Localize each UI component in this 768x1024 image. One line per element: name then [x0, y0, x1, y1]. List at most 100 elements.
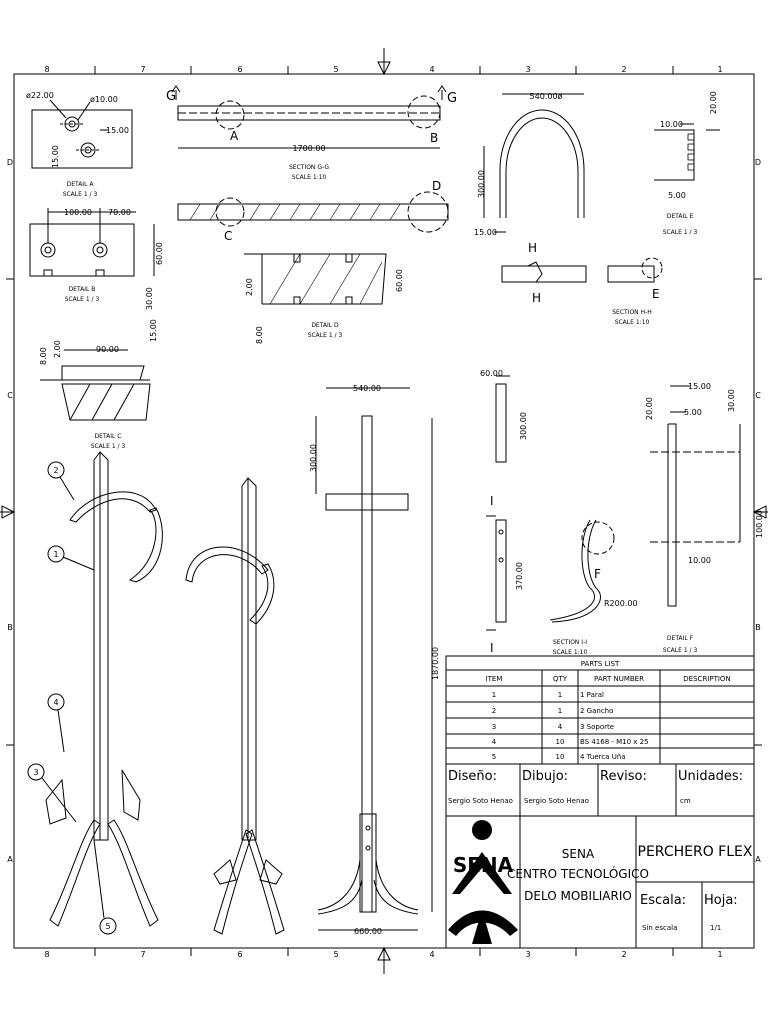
front-view-dim: 1870.00: [431, 647, 440, 680]
parts-list-cell: 3 Soporte: [580, 723, 614, 731]
detail-e-scale: SCALE 1 / 3: [663, 229, 698, 236]
title-block: [445, 763, 755, 949]
soporte-view: [486, 375, 615, 631]
detail-a-scale: SCALE 1 / 3: [63, 191, 98, 198]
section-marker: G: [447, 91, 457, 106]
col-label-top: 7: [140, 65, 145, 74]
parts-list-cell: 1 Paral: [580, 691, 604, 699]
row-label-left: B: [7, 623, 13, 632]
section-gg-scale: SCALE 1:10: [292, 174, 327, 181]
diseno-value: Sergio Soto Henao: [448, 797, 513, 805]
col-label-top: 3: [525, 65, 530, 74]
detail-b-label: DETAIL B: [69, 286, 96, 293]
detail-marker: A: [230, 129, 239, 143]
gancho-view: [483, 93, 663, 283]
col-label-bottom: 3: [525, 950, 530, 959]
detail-f-dim: 10.00: [688, 556, 711, 565]
parts-list-header: QTY: [553, 675, 568, 683]
soporte-dim: 60.00: [480, 369, 503, 378]
section-ii-label: SECTION I-I: [553, 639, 587, 646]
col-label-top: 6: [237, 65, 242, 74]
detail-f-dim: 30.00: [727, 389, 736, 412]
balloon-label: 3: [33, 768, 38, 777]
sheet-frame: [13, 73, 755, 949]
col-label-top: 8: [44, 65, 49, 74]
detail-d-dim: 60.00: [395, 269, 404, 292]
detail-c-dim: 15.00: [149, 319, 158, 342]
parts-list-cell: 2: [492, 707, 496, 715]
detail-f-dim: 20.00: [645, 397, 654, 420]
detail-c-scale: SCALE 1 / 3: [91, 443, 126, 450]
section-marker: I: [490, 494, 494, 508]
detail-e-dim: 20.00: [709, 91, 718, 114]
detail-d: [244, 253, 387, 305]
section-hh-label: SECTION H-H: [612, 309, 652, 316]
detail-a-dim: 15.00: [106, 126, 129, 135]
col-label-bottom: 4: [429, 950, 434, 959]
project-title: PERCHERO FLEX: [638, 844, 753, 860]
detail-marker: D: [432, 179, 441, 193]
detail-b-dim: 30.00: [145, 287, 154, 310]
front-view-dim: 540.00: [353, 384, 381, 393]
item-balloons: [27, 461, 117, 935]
centering-marks: [0, 48, 768, 974]
col-label-bottom: 2: [621, 950, 626, 959]
section-gg: [171, 85, 449, 233]
col-label-top: 1: [717, 65, 722, 74]
gancho-dim: 15.00: [474, 228, 497, 237]
institution-line: DELO MOBILIARIO: [524, 889, 632, 903]
institution-line: CENTRO TECNOLÓGICO: [507, 866, 649, 881]
diseno-label: Diseño:: [448, 769, 497, 784]
parts-list-cell: 10: [556, 753, 565, 761]
detail-b-dim: 100.00: [64, 208, 92, 217]
detail-a-label: DETAIL A: [67, 181, 95, 188]
row-label-right: A: [755, 855, 761, 864]
detail-f: [650, 385, 741, 607]
col-label-bottom: 1: [717, 950, 722, 959]
parts-list-cell: 1: [492, 691, 496, 699]
parts-list-cell: BS 4168 - M10 x 25: [580, 738, 649, 746]
parts-list-cell: 4 Tuerca Uña: [580, 753, 626, 761]
col-label-bottom: 8: [44, 950, 49, 959]
escala-label: Escala:: [640, 893, 686, 908]
front-view-dim: 660.00: [354, 927, 382, 936]
parts-list-cell: 4: [492, 738, 497, 746]
detail-d-label: DETAIL D: [311, 322, 339, 329]
grid-ticks: [6, 66, 762, 956]
detail-marker: E: [652, 287, 660, 301]
parts-list-header: DESCRIPTION: [683, 675, 730, 683]
detail-e-dim: 10.00: [660, 120, 683, 129]
detail-a-dim: 15.00: [51, 145, 60, 168]
section-hh-scale: SCALE 1:10: [615, 319, 650, 326]
detail-f-label: DETAIL F: [667, 635, 694, 642]
col-label-bottom: 5: [333, 950, 338, 959]
balloon-label: 2: [53, 466, 58, 475]
row-label-left: A: [7, 855, 13, 864]
col-label-top: 2: [621, 65, 626, 74]
section-marker: H: [532, 291, 541, 305]
section-marker: G: [166, 89, 176, 104]
dibujo-value: Sergio Soto Henao: [524, 797, 589, 805]
balloon-label: 1: [53, 550, 58, 559]
dibujo-label: Dibujo:: [522, 769, 568, 784]
parts-list-cell: 2 Gancho: [580, 707, 613, 715]
detail-b-scale: SCALE 1 / 3: [65, 296, 100, 303]
escala-value: Sin escala: [642, 924, 677, 932]
section-ii-dim: 370.00: [515, 562, 524, 590]
detail-e-label: DETAIL E: [667, 213, 694, 220]
col-label-top: 4: [429, 65, 434, 74]
balloon-label: 4: [53, 698, 58, 707]
unidades-label: Unidades:: [678, 769, 743, 784]
col-label-bottom: 7: [140, 950, 145, 959]
detail-b-dim: 60.00: [155, 242, 164, 265]
detail-marker: C: [224, 229, 232, 243]
detail-marker: B: [430, 131, 438, 145]
detail-c-dim: 90.00: [96, 345, 119, 354]
parts-list-title: PARTS LIST: [581, 660, 620, 668]
section-marker: H: [528, 241, 537, 255]
detail-f-dim: 5.00: [684, 408, 702, 417]
col-label-top: 5: [333, 65, 338, 74]
parts-list-cell: 5: [492, 753, 496, 761]
detail-a-dim: ø22.00: [26, 91, 54, 100]
